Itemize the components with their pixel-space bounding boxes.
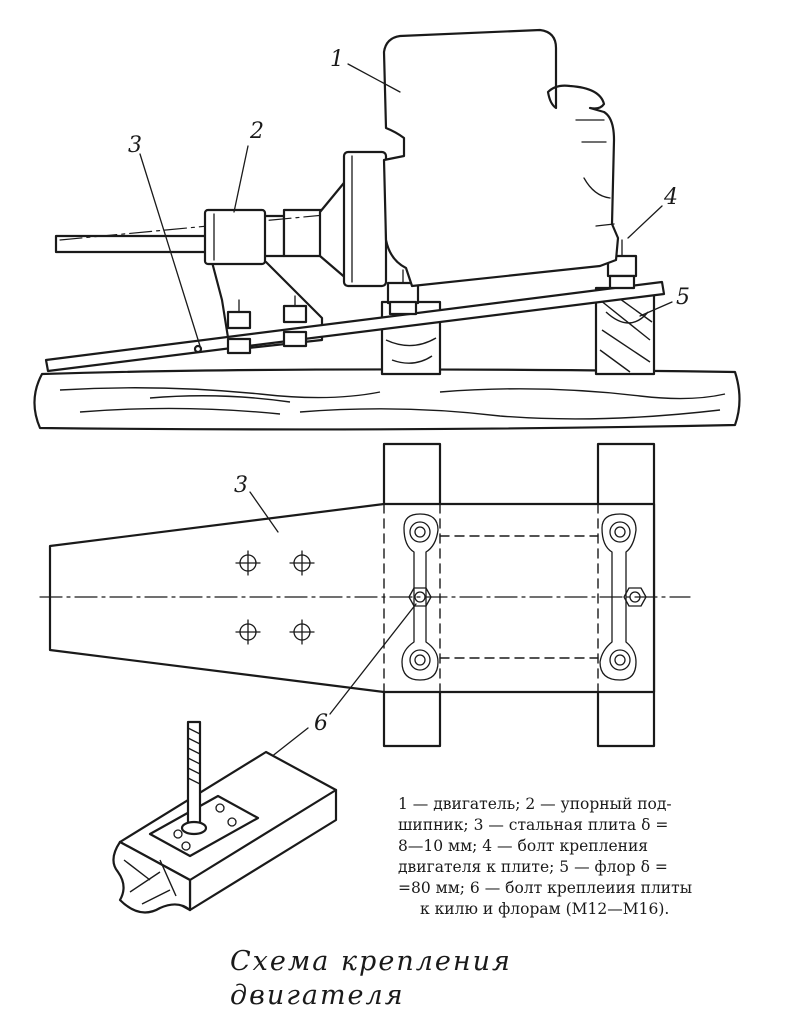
callout-plate-bolt: 6 <box>314 711 328 736</box>
figure-caption: Схема крепления двигателя к корпусу. <box>230 945 670 1022</box>
engine-foot-bolts <box>409 521 631 671</box>
callout-engine: 1 <box>330 47 344 72</box>
steel-plate-top <box>48 502 656 694</box>
callout-thrust-bearing: 2 <box>249 119 264 144</box>
leader-steel-plate-top <box>249 491 279 533</box>
engine-bolt-front <box>386 269 420 316</box>
legend-line-5: =80 мм; 6 — болт креплеиия плиты <box>398 879 693 897</box>
keel-bolt-detail <box>112 720 338 914</box>
bracket-bolts <box>226 295 308 355</box>
legend-line-2: шипник; 3 — стальная плита δ = <box>398 816 669 834</box>
engine-feet <box>401 513 637 681</box>
bracket-holes <box>235 550 315 645</box>
engine-flange <box>318 150 388 288</box>
callout-floor: 5 <box>676 285 690 310</box>
legend-line-1: 1 — двигатель; 2 — упорный под- <box>398 795 672 813</box>
caption-line-1: Схема крепления двигателя <box>230 946 512 1011</box>
leader-plate-bolt <box>329 603 417 715</box>
legend: 1 — двигатель; 2 — упорный под- шипник; … <box>398 794 770 920</box>
top-view: 3 6 <box>39 442 691 773</box>
thrust-bearing <box>203 208 267 266</box>
engine <box>382 28 620 288</box>
steel-plate-side <box>44 280 666 373</box>
caption-line-2: к корпусу. <box>230 1013 670 1022</box>
side-leaders <box>139 63 673 347</box>
callout-steel-plate-side: 3 <box>128 133 142 158</box>
side-view: 1 2 3 4 5 <box>33 28 741 431</box>
legend-line-6: к килю и флорам (М12—М16). <box>420 900 670 918</box>
callout-steel-plate-top: 3 <box>234 473 248 498</box>
legend-line-3: 8—10 мм; 4 — болт крепления <box>398 837 649 855</box>
callout-engine-bolt: 4 <box>663 185 678 210</box>
keel-beam <box>33 368 741 431</box>
legend-line-4: двигателя к плите; 5 — флор δ = <box>398 858 668 876</box>
